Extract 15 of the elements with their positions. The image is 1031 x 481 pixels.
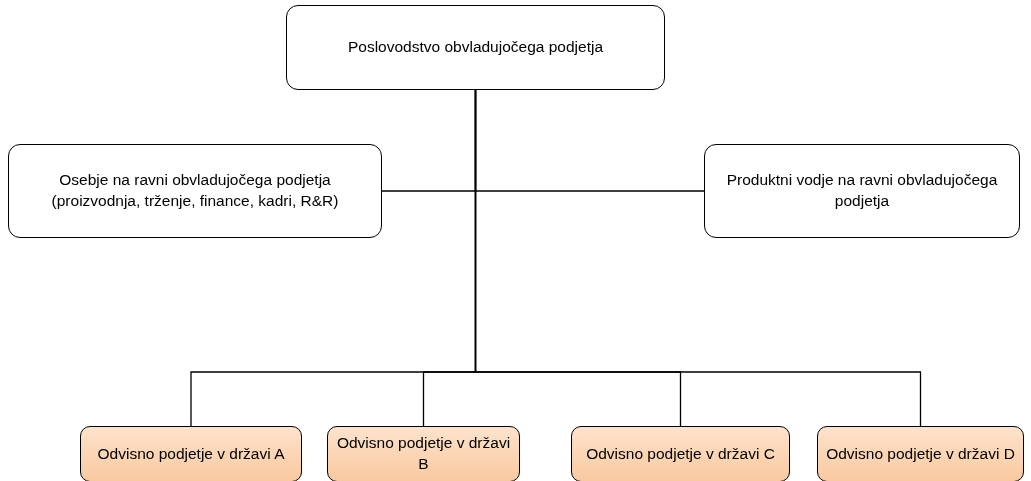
node-label: Odvisno podjetje v državi D [826, 443, 1015, 464]
org-box [286, 5, 665, 90]
connector-line [474, 89, 922, 427]
node-label: Osebje na ravni obvladujočega podjetja (proizvodnja, trženje, finance, kadri, R&R) [50, 170, 340, 211]
node-label: Odvisno podjetje v državi C [586, 443, 775, 464]
org-box [8, 144, 382, 238]
subsidiary-box [80, 426, 302, 481]
org-box [704, 144, 1020, 238]
node-label: Odvisno podjetje v državi B [336, 433, 511, 474]
node-label: Odvisno podjetje v državi A [97, 443, 285, 464]
subsidiary-box [327, 426, 520, 481]
subsidiary-box [817, 426, 1024, 481]
node-label: Produktni vodje na ravni obvladujočega podjetja [725, 170, 999, 211]
subsidiary-box [571, 426, 790, 481]
node-label: Poslovodstvo obvladujočega podjetja [347, 37, 604, 58]
